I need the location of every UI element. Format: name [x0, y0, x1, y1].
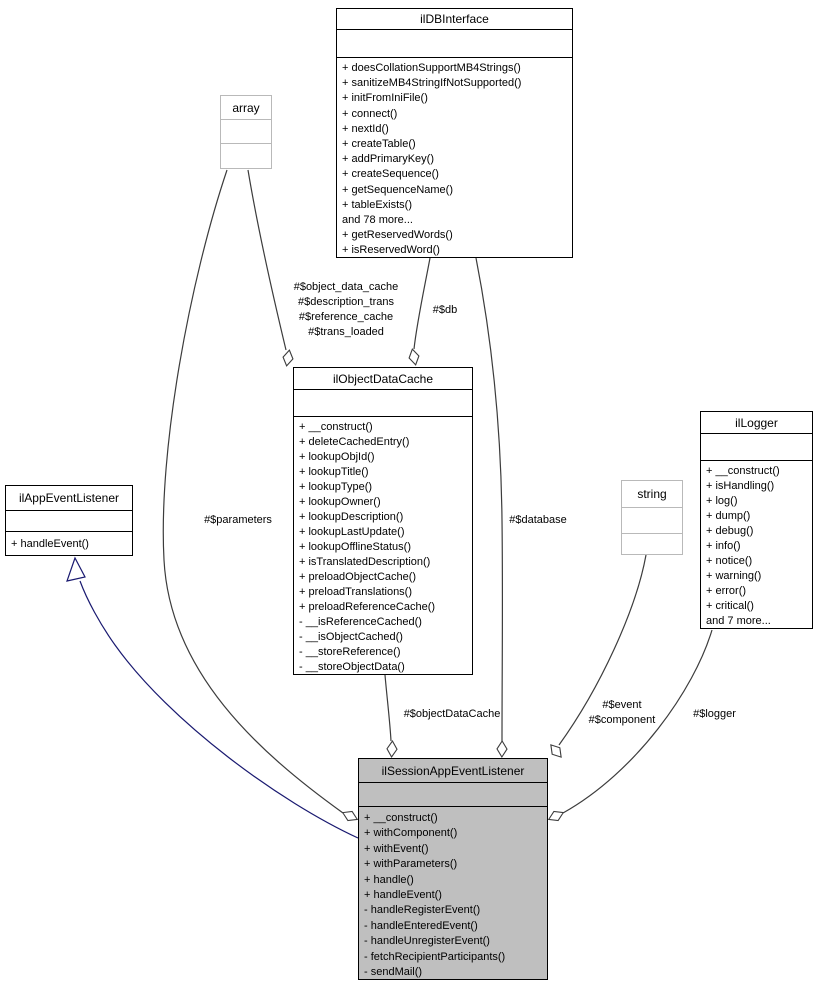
class-methods: + doesCollationSupportMB4Strings() + sani… — [337, 58, 572, 259]
class-methods: + __construct() + withComponent() + withEv… — [359, 807, 547, 980]
method-item: + getReservedWords() — [342, 229, 453, 242]
class-box-ilsessionappeventlistener[interactable]: ilSessionAppEventListener + __construct(… — [358, 758, 548, 980]
aggregation-diamond-logger — [547, 810, 565, 822]
method-item: - __isReferenceCached() — [299, 616, 422, 628]
class-title: ilObjectDataCache — [294, 368, 472, 390]
class-box-array[interactable]: array — [220, 95, 272, 169]
class-attributes-empty — [294, 390, 472, 417]
edge-label-logger: #$logger — [693, 708, 736, 720]
class-box-string[interactable]: string — [621, 480, 683, 555]
class-methods: + handleEvent() — [6, 532, 132, 554]
method-item: + initFromIniFile() — [342, 92, 428, 105]
class-attributes-empty — [359, 783, 547, 807]
aggregation-diamond-object-data-cache — [282, 349, 294, 367]
method-item: + addPrimaryKey() — [342, 153, 435, 166]
class-attributes-empty — [701, 434, 812, 461]
method-item: + critical() — [706, 600, 754, 612]
method-item: + createTable() — [342, 138, 416, 151]
method-item: + debug() — [706, 525, 754, 537]
method-item: + lookupObjId() — [299, 451, 375, 463]
class-attributes-empty — [337, 30, 572, 58]
method-item: + isReservedWord() — [342, 244, 440, 257]
method-item: and 78 more... — [342, 214, 413, 227]
method-item: - __storeObjectData() — [299, 661, 405, 673]
edge-label-parameters: #$parameters — [204, 514, 272, 526]
edge-label-event-component: #$event #$component — [588, 699, 656, 726]
class-title: array — [221, 96, 271, 120]
method-item: - handleEnteredEvent() — [364, 919, 478, 932]
class-title: ilDBInterface — [337, 9, 572, 30]
class-box-illogger[interactable]: ilLogger + __construct()+ isHandling()+ … — [700, 411, 813, 629]
class-box-ilappeventlistener[interactable]: ilAppEventListener + handleEvent() — [5, 485, 133, 556]
method-item: + getSequenceName() — [342, 183, 453, 196]
method-item: - handleRegisterEvent() — [364, 904, 481, 917]
method-item: + isHandling() — [706, 480, 775, 492]
method-item: + notice() — [706, 555, 753, 567]
method-item: + connect() — [342, 107, 398, 120]
edge-label-objectdatacache: #$objectDataCache — [403, 708, 501, 720]
method-item: + __construct() — [299, 421, 373, 433]
method-item: + lookupType() — [299, 481, 373, 493]
method-item: + handleEvent() — [364, 889, 442, 902]
method-item: - handleUnregisterEvent() — [364, 935, 490, 948]
method-item: + isTranslatedDescription() — [299, 556, 431, 568]
aggregation-diamond-parameters — [341, 810, 359, 822]
method-item: + lookupOwner() — [299, 496, 381, 508]
method-item: + lookupLastUpdate() — [299, 526, 405, 538]
method-item: + tableExists() — [342, 198, 412, 211]
method-item: - __isObjectCached() — [299, 631, 403, 643]
method-item: + preloadObjectCache() — [299, 571, 417, 583]
method-item: - fetchRecipientParticipants() — [364, 950, 506, 963]
class-methods: + __construct() + isHandling() + log() + du… — [701, 461, 812, 629]
aggregation-diamond-database — [496, 739, 508, 759]
aggregation-diamond-db — [408, 348, 420, 366]
edge-label-cache-fields: #$object_data_cache #$description_trans … — [293, 281, 399, 338]
method-item: + lookupOfflineStatus() — [299, 541, 411, 553]
method-item: + withComponent() — [364, 827, 458, 840]
class-title: ilSessionAppEventListener — [359, 759, 547, 783]
class-attributes-empty — [221, 120, 271, 144]
method-item: + preloadTranslations() — [299, 586, 413, 598]
class-box-ildbinterface[interactable]: ilDBInterface + doesCollationSupportMB4S… — [336, 8, 573, 258]
method-item: + __construct() — [364, 812, 438, 824]
method-item: + withEvent() — [364, 842, 429, 855]
method-item: + withParameters() — [364, 858, 458, 871]
class-title: ilAppEventListener — [6, 486, 132, 511]
method-item: + lookupDescription() — [299, 511, 404, 523]
method-item: - __storeReference() — [299, 646, 401, 658]
method-item: + dump() — [706, 510, 751, 522]
class-attributes-empty — [6, 511, 132, 532]
method-item: + sanitizeMB4StringIfNotSupported() — [342, 77, 522, 90]
class-title: string — [622, 481, 682, 508]
edge-dbinterface-to-sessionlistener-database — [475, 257, 504, 742]
class-title: ilLogger — [701, 412, 812, 434]
method-item: - sendMail() — [364, 966, 423, 979]
edge-label-database: #$database — [509, 514, 567, 526]
class-attributes-empty — [622, 508, 682, 534]
method-item: + error() — [706, 585, 747, 597]
method-item: + deleteCachedEntry() — [299, 436, 410, 448]
method-item: + handle() — [364, 873, 414, 886]
method-item: + nextId() — [342, 122, 389, 135]
inheritance-arrowhead — [66, 556, 86, 582]
method-item: + warning() — [706, 570, 762, 582]
aggregation-diamond-event-component — [550, 744, 562, 758]
method-item: + __construct() — [706, 465, 780, 477]
edge-label-db: #$db — [432, 304, 458, 316]
method-item: + doesCollationSupportMB4Strings() — [342, 62, 521, 74]
method-item: + info() — [706, 540, 741, 552]
method-item: and 7 more... — [706, 615, 771, 627]
method-item: + log() — [706, 495, 738, 507]
class-methods: + __construct() + deleteCachedEntry() + lo… — [294, 417, 472, 675]
aggregation-diamond-objectdatacache-member — [386, 739, 398, 759]
method-item: + lookupTitle() — [299, 466, 369, 478]
method-item: + createSequence() — [342, 168, 439, 181]
method-item: + handleEvent() — [11, 538, 89, 550]
class-box-ilobjectdatacache[interactable]: ilObjectDataCache + __construct() + delet… — [293, 367, 473, 675]
method-item: + preloadReferenceCache() — [299, 601, 436, 613]
